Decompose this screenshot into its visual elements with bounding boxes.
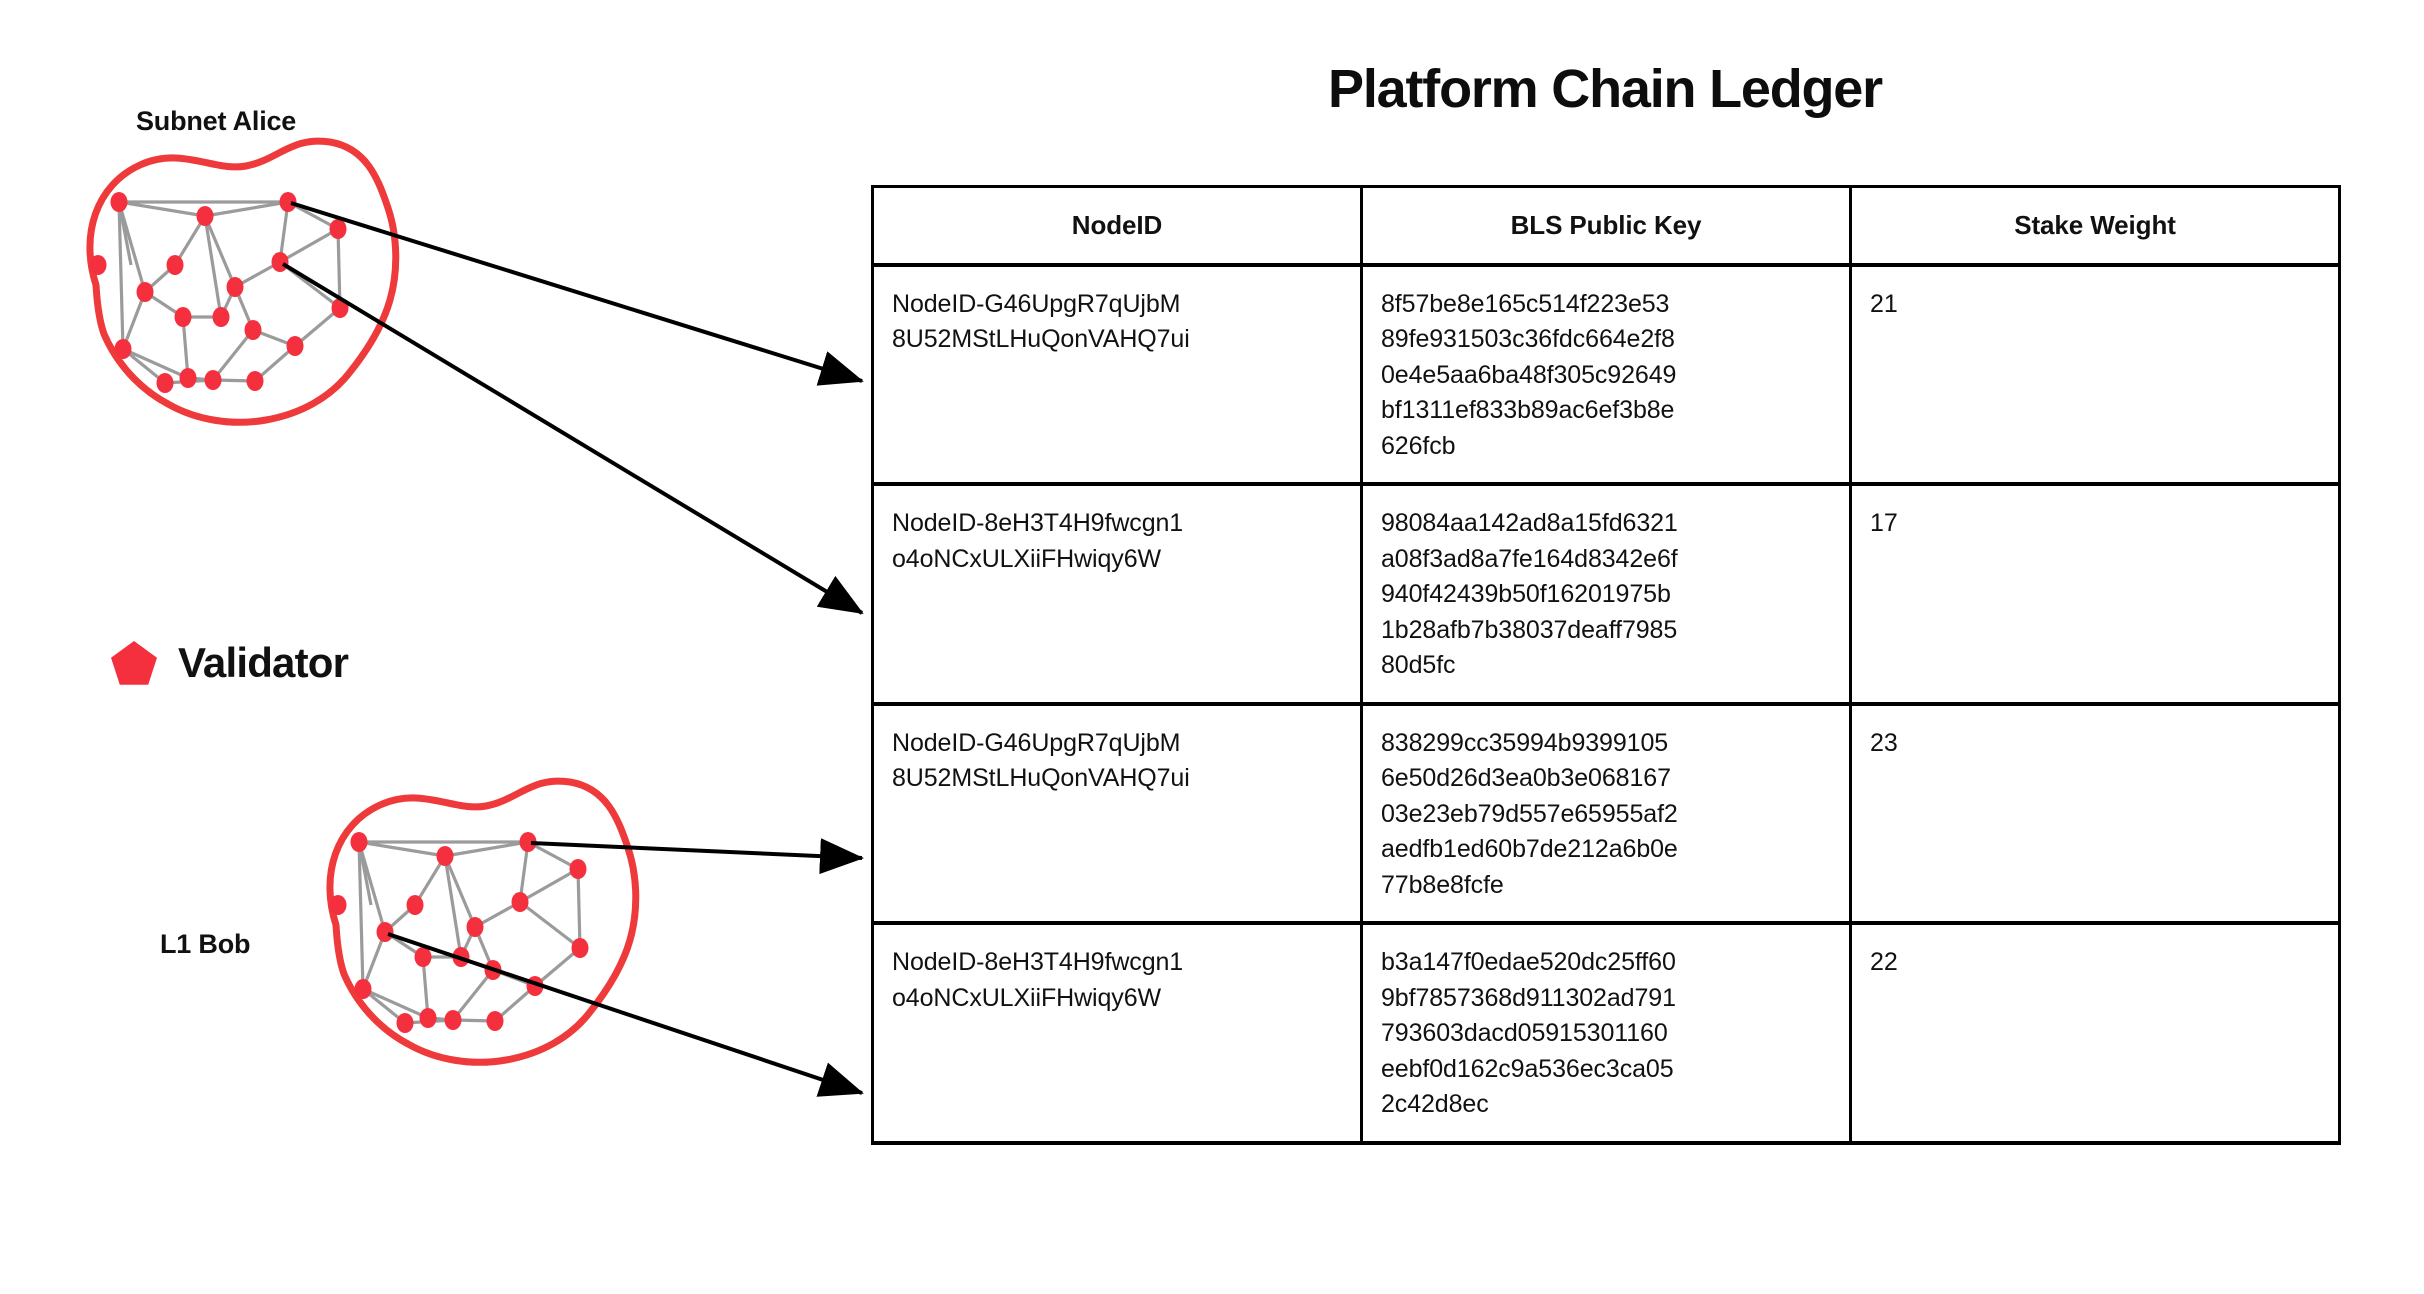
validator-node (156, 373, 174, 393)
validator-node (350, 832, 368, 852)
validator-node (196, 206, 214, 226)
diagram-panel: Subnet Alice L1 Bob Validator (0, 0, 870, 1294)
validator-node (286, 336, 304, 356)
table-header-row: NodeID BLS Public Key Stake Weight (871, 184, 2341, 267)
validator-node (246, 371, 264, 391)
column-header-stake-weight: Stake Weight (1849, 184, 2341, 267)
validator-node (354, 979, 372, 999)
validator-node (174, 307, 192, 327)
validator-node (136, 282, 154, 302)
arrow-alice-row2 (281, 262, 864, 615)
cell-stake-weight: 17 (1849, 482, 2341, 706)
validator-node (519, 832, 537, 852)
validator-node (89, 255, 107, 275)
validator-node (212, 307, 230, 327)
subnet-alice-boundary (86, 137, 400, 426)
cell-nodeid: NodeID-G46UpgR7qUjbM8U52MStLHuQonVAHQ7ui (871, 701, 1363, 926)
validator-node (166, 255, 184, 275)
subnet-alice-nodes (89, 192, 349, 393)
cell-stake-weight: 22 (1849, 921, 2341, 1145)
l1-bob-label: L1 Bob (160, 929, 251, 959)
validator-node (204, 370, 222, 390)
page-title: Platform Chain Ledger (1328, 59, 1883, 119)
connector-arrows (281, 201, 864, 1097)
validator-node (110, 192, 128, 212)
l1-bob-group (326, 777, 640, 1066)
validator-node (329, 895, 347, 915)
legend: Validator (110, 639, 349, 686)
l1-bob-nodes (329, 832, 589, 1033)
l1-bob-boundary (326, 777, 640, 1066)
cell-stake-weight: 23 (1849, 701, 2341, 926)
arrow-alice-row1 (290, 201, 864, 386)
cell-bls-public-key: 98084aa142ad8a15fd6321a08f3ad8a7fe164d83… (1360, 482, 1852, 706)
validator-node (419, 1008, 437, 1028)
validator-node (511, 892, 529, 912)
platform-chain-ledger-table: NodeID BLS Public Key Stake Weight NodeI… (871, 184, 2341, 1145)
validator-node (444, 1010, 462, 1030)
table-row: NodeID-8eH3T4H9fwcgn1o4oNCxULXiiFHwiqy6W… (871, 921, 2341, 1145)
column-header-bls-public-key: BLS Public Key (1360, 184, 1852, 267)
validator-node (279, 192, 297, 212)
validator-node (244, 320, 262, 340)
cell-bls-public-key: 838299cc35994b93991056e50d26d3ea0b3e0681… (1360, 701, 1852, 926)
table-row: NodeID-8eH3T4H9fwcgn1o4oNCxULXiiFHwiqy6W… (871, 482, 2341, 706)
bls-public-key-value: 98084aa142ad8a15fd6321a08f3ad8a7fe164d83… (1381, 509, 1678, 680)
arrow-bob-row4 (387, 932, 864, 1097)
arrow-bob-row3 (530, 838, 864, 875)
validator-node (406, 895, 424, 915)
table-row: NodeID-G46UpgR7qUjbM8U52MStLHuQonVAHQ7ui… (871, 701, 2341, 926)
validator-node (329, 219, 347, 239)
nodeid-value: NodeID-8eH3T4H9fwcgn1o4oNCxULXiiFHwiqy6W (892, 948, 1184, 1012)
cell-nodeid: NodeID-8eH3T4H9fwcgn1o4oNCxULXiiFHwiqy6W (871, 482, 1363, 706)
nodeid-value: NodeID-G46UpgR7qUjbM8U52MStLHuQonVAHQ7ui (892, 289, 1190, 354)
validator-node (376, 922, 394, 942)
validator-node (466, 917, 484, 937)
legend-label: Validator (178, 639, 349, 686)
pentagon-icon (111, 641, 157, 685)
subnet-alice-group (86, 137, 400, 426)
cell-stake-weight: 21 (1849, 262, 2341, 487)
table-row: NodeID-G46UpgR7qUjbM8U52MStLHuQonVAHQ7ui… (871, 262, 2341, 487)
bls-public-key-value: 838299cc35994b93991056e50d26d3ea0b3e0681… (1381, 728, 1678, 899)
network-diagram-svg (86, 137, 864, 1097)
cell-nodeid: NodeID-G46UpgR7qUjbM8U52MStLHuQonVAHQ7ui (871, 262, 1363, 487)
validator-node (571, 938, 589, 958)
cell-nodeid: NodeID-8eH3T4H9fwcgn1o4oNCxULXiiFHwiqy6W (871, 921, 1363, 1145)
subnet-alice-label: Subnet Alice (136, 106, 297, 136)
validator-node (271, 252, 289, 272)
bls-public-key-value: b3a147f0edae520dc25ff609bf7857368d911302… (1381, 948, 1676, 1119)
validator-node (569, 859, 587, 879)
validator-node (396, 1013, 414, 1033)
nodeid-value: NodeID-G46UpgR7qUjbM8U52MStLHuQonVAHQ7ui (892, 728, 1190, 793)
validator-node (114, 339, 132, 359)
validator-node (486, 1011, 504, 1031)
validator-node (226, 277, 244, 297)
bls-public-key-value: 8f57be8e165c514f223e5389fe931503c36fdc66… (1381, 289, 1677, 460)
validator-node (436, 846, 454, 866)
column-header-nodeid: NodeID (871, 184, 1363, 267)
cell-bls-public-key: b3a147f0edae520dc25ff609bf7857368d911302… (1360, 921, 1852, 1145)
validator-node (414, 947, 432, 967)
cell-bls-public-key: 8f57be8e165c514f223e5389fe931503c36fdc66… (1360, 262, 1852, 487)
validator-node (179, 368, 197, 388)
nodeid-value: NodeID-8eH3T4H9fwcgn1o4oNCxULXiiFHwiqy6W (892, 509, 1184, 573)
